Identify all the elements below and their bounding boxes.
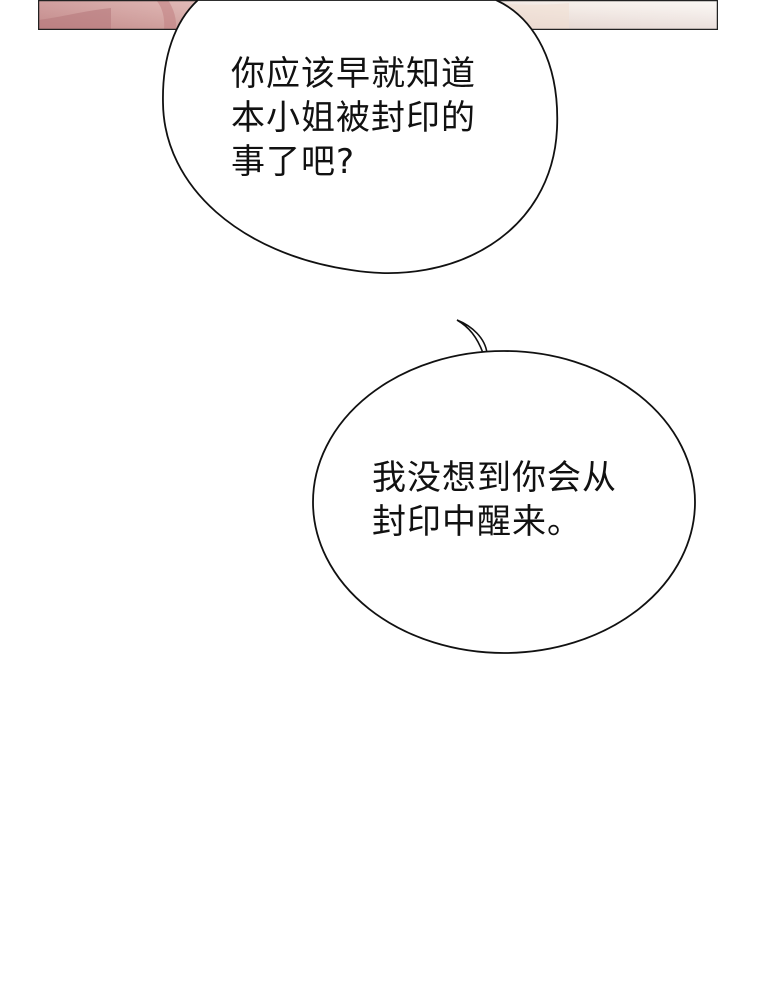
speech-bubble-2 (312, 350, 696, 654)
speech-text-1: 你应该早就知道 本小姐被封印的 事了吧? (231, 54, 476, 182)
speech-bubble-1 (162, 0, 559, 274)
speech-bubble-2-tail (456, 319, 488, 354)
speech-text-2: 我没想到你会从 封印中醒来。 (372, 458, 617, 542)
